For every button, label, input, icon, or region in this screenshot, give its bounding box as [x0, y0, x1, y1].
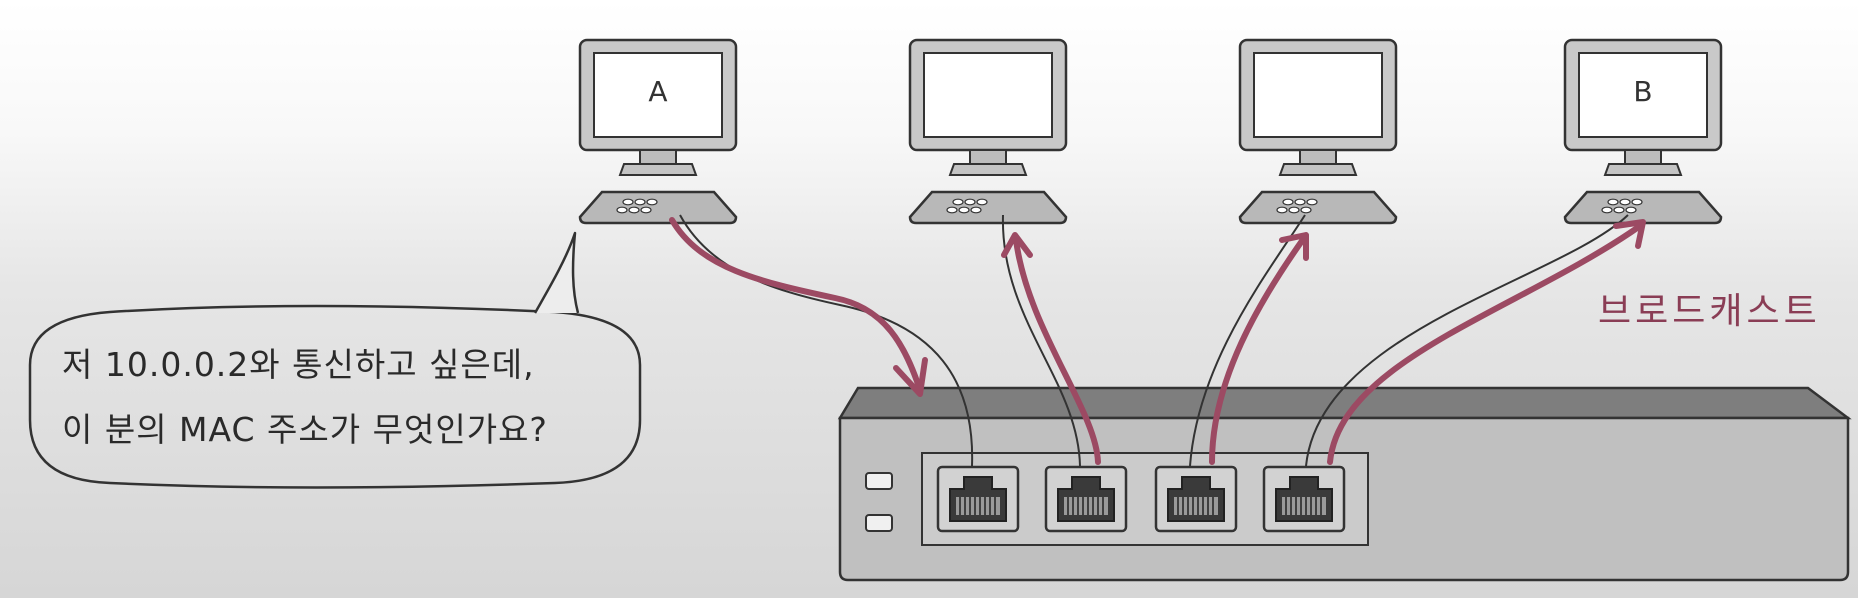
ethernet-port-1: [936, 465, 1020, 533]
computer-3: [1238, 38, 1398, 225]
ethernet-port-2: [1044, 465, 1128, 533]
indicator-light-bottom: [865, 514, 893, 532]
cable-a: [679, 214, 974, 467]
computer-2: [908, 38, 1068, 225]
indicator-light-top: [865, 472, 893, 490]
speech-bubble-tail: [533, 231, 580, 314]
arrows: [669, 217, 1646, 465]
arrow-switch-to-pc3-head: [1279, 232, 1309, 261]
arrow-switch-to-pc2-head: [1001, 232, 1033, 258]
computer-b: B: [1563, 38, 1723, 225]
cable-b: [1305, 214, 1629, 467]
speech-text-line-2: 이 분의 MAC 주소가 무엇인가요?: [62, 410, 548, 449]
arrow-switch-to-pc2: [1013, 237, 1101, 465]
broadcast-label: 브로드캐스트: [1598, 291, 1821, 332]
computer-a-label: A: [648, 75, 667, 108]
arrow-switch-to-pcb: [1327, 223, 1643, 465]
speech-bubble: [28, 231, 642, 489]
computer-a: A: [578, 38, 738, 225]
arrow-switch-to-pcb-head: [1613, 219, 1646, 249]
arrow-a-to-switch: [669, 217, 923, 393]
computer-b-label: B: [1633, 75, 1652, 108]
speech-text-line-1: 저 10.0.0.2와 통신하고 싶은데,: [62, 345, 535, 384]
ethernet-port-3: [1154, 465, 1238, 533]
ethernet-port-4: [1262, 465, 1346, 533]
arrow-switch-to-pc3: [1209, 235, 1307, 465]
network-switch: [837, 386, 1852, 582]
arrow-a-to-switch-head: [893, 357, 928, 397]
